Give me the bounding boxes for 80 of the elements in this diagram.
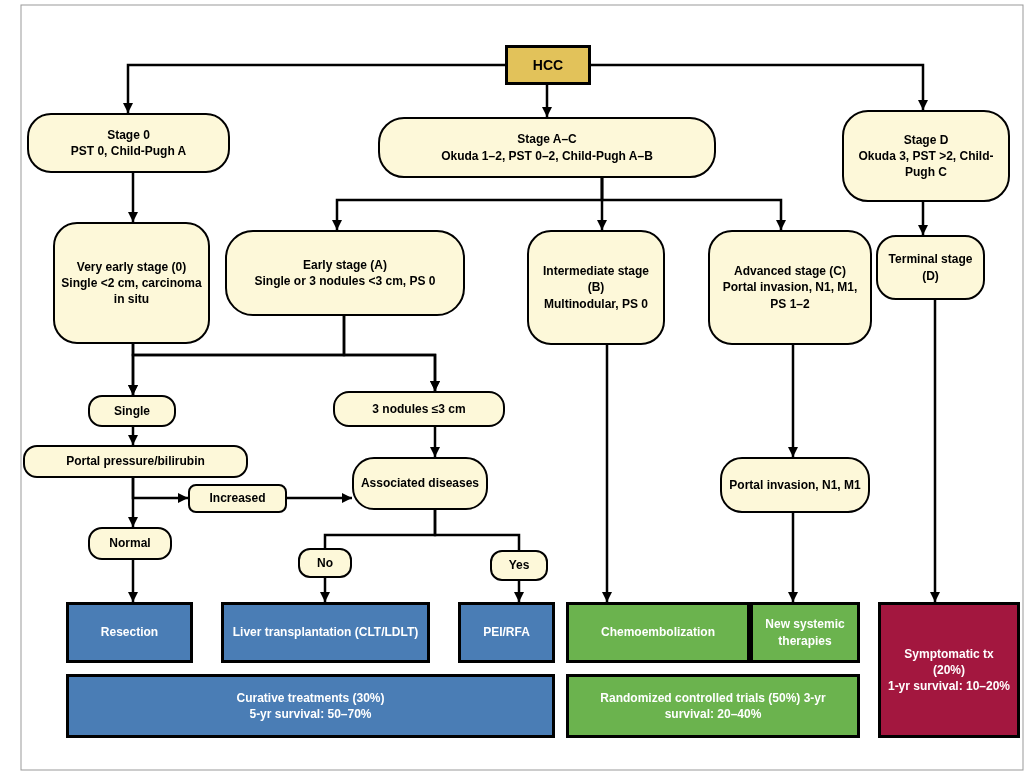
node-text: Terminal stage (D) (887, 251, 974, 284)
node-heading: Symptomatic tx (20%) (903, 645, 995, 679)
node-text: Single or 3 nodules <3 cm, PS 0 (254, 273, 436, 290)
arrow (788, 345, 798, 457)
arrow (128, 560, 138, 602)
condition-box (298, 548, 352, 578)
arrow (128, 173, 138, 222)
condition-box (720, 457, 870, 513)
node-text: Associated diseases (360, 475, 480, 492)
node-text: PEI/RFA (483, 624, 530, 641)
arrow (131, 478, 188, 503)
condition-box (352, 457, 488, 510)
condition-box (333, 391, 505, 427)
treatment-box (221, 602, 430, 663)
node-text: 1-yr survival: 10–20% (887, 678, 1011, 695)
node-heading: Advanced stage (C) (734, 263, 846, 280)
arrow (123, 63, 505, 113)
condition-box (88, 395, 176, 427)
node-text: PST 0, Child-Pugh A (70, 143, 187, 160)
treatment-box (566, 602, 750, 663)
node-text: Okuda 1–2, PST 0–2, Child-Pugh A–B (441, 147, 653, 164)
stage-box (225, 230, 465, 316)
condition-box (490, 550, 548, 581)
node-heading: Intermediate stage (B) (541, 263, 650, 296)
node-text: Normal (109, 535, 151, 552)
node-text: Liver transplantation (CLT/LDLT) (232, 624, 419, 641)
arrow (602, 345, 612, 602)
outcome-box (566, 674, 860, 738)
arrow (788, 513, 798, 602)
stage-box (53, 222, 210, 344)
node-text: Single (114, 402, 150, 420)
node-text: Single <2 cm, carcinoma in situ (61, 274, 202, 308)
arrow (320, 578, 330, 602)
treatment-box (66, 602, 193, 663)
arrow (342, 316, 440, 391)
outcome-box (66, 674, 555, 738)
node-text: New systemic therapies (764, 616, 846, 649)
treatment-box (750, 602, 860, 663)
condition-box (188, 484, 287, 513)
node-heading: Stage D (903, 131, 949, 148)
stage-box (876, 235, 985, 300)
arrow (287, 493, 352, 503)
arrow (600, 178, 786, 230)
stage-box (842, 110, 1010, 202)
arrow (128, 427, 138, 445)
node-heading: Curative treatments (30%) (236, 689, 385, 706)
node-heading: Stage A–C (517, 131, 577, 148)
node-text: Portal invasion, N1, M1, PS 1–2 (721, 279, 859, 312)
stage-box (27, 113, 230, 173)
arrow (918, 202, 928, 235)
node-text: Portal pressure/bilirubin (66, 453, 205, 470)
arrow (514, 581, 524, 602)
node-text: Chemoembolization (601, 624, 715, 641)
condition-box (23, 445, 248, 478)
arrow (542, 85, 552, 117)
stage-box (378, 117, 716, 178)
node-heading: Early stage (A) (303, 256, 387, 273)
connector-line (433, 510, 521, 550)
node-heading: Stage 0 (107, 126, 150, 143)
treatment-box (458, 602, 555, 663)
arrow (930, 300, 940, 602)
treatment-box (878, 602, 1020, 738)
node-text: No (317, 554, 333, 572)
node-text: Randomized controlled trials (50%) 3-yr survival: 20–40% (599, 689, 827, 723)
node-text: Resection (100, 624, 159, 641)
stage-box (708, 230, 872, 345)
stage-box (527, 230, 665, 345)
node-heading: Very early stage (0) (76, 258, 187, 275)
node-text: HCC (532, 55, 564, 75)
node-text: Multinodular, PS 0 (544, 295, 648, 312)
node-text: Portal invasion, N1, M1 (729, 476, 861, 494)
node-text: Increased (209, 490, 266, 507)
root-box (505, 45, 591, 85)
node-text: Okuda 3, PST >2, Child-Pugh C (857, 147, 995, 181)
node-text: 3 nodules ≤3 cm (372, 400, 466, 418)
node-text: Yes (508, 557, 530, 574)
node-text: 5-yr survival: 50–70% (249, 706, 372, 723)
arrow (430, 427, 440, 457)
arrow (591, 63, 928, 110)
condition-box (88, 527, 172, 560)
